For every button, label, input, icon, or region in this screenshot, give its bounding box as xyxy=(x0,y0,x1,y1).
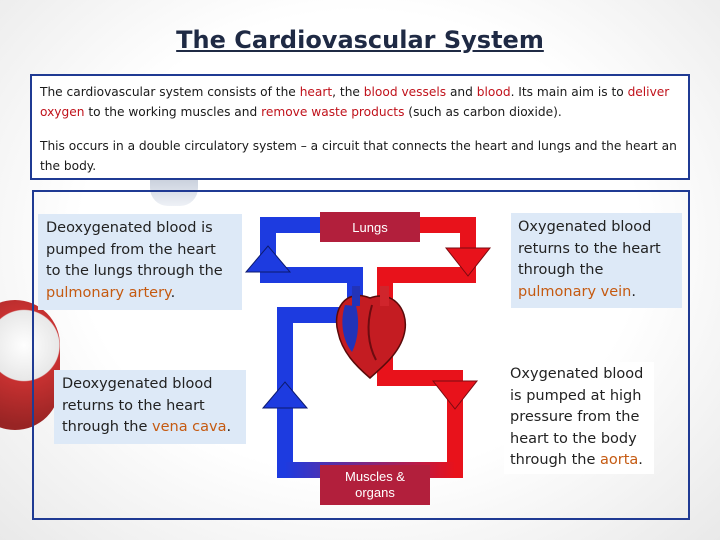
aorta-term: aorta xyxy=(600,452,639,468)
lungs-label: Lungs xyxy=(352,220,388,235)
page-title: The Cardiovascular System xyxy=(176,26,544,54)
down-arrow-right-upper xyxy=(444,247,492,277)
muscles-label-line1: Muscles & xyxy=(345,469,405,484)
pulmonary-vein-term: pulmonary vein xyxy=(518,283,632,300)
pulmonary-vein-text: Oxygenated blood returns to the heart th… xyxy=(518,219,661,278)
pulmonary-vein-end: . xyxy=(631,283,636,300)
down-arrow-right-lower xyxy=(431,380,479,410)
decorative-ball-image xyxy=(0,300,60,430)
intro-paragraph-2: This occurs in a double circulatory syst… xyxy=(40,139,677,173)
intro-run-8: to the working muscles and xyxy=(84,105,262,119)
intro-run-5: blood xyxy=(476,85,511,99)
intro-run-4: and xyxy=(446,85,477,99)
vena-cava-term: vena cava xyxy=(152,419,227,435)
pulmonary-vein-box: Oxygenated blood returns to the heart th… xyxy=(511,213,682,308)
diagram-frame xyxy=(32,190,690,520)
aorta-end: . xyxy=(638,452,643,468)
pulmonary-artery-text: Deoxygenated blood is pumped from the he… xyxy=(46,220,223,279)
pulmonary-artery-term: pulmonary artery xyxy=(46,284,171,301)
decorative-tube-image xyxy=(150,178,198,206)
pulmonary-artery-box: Deoxygenated blood is pumped from the he… xyxy=(38,214,242,310)
intro-run-3: blood vessels xyxy=(363,85,447,99)
intro-run-6: . Its main aim is to xyxy=(510,85,628,99)
intro-run-9: remove waste products xyxy=(261,105,405,119)
aorta-box: Oxygenated blood is pumped at high press… xyxy=(504,362,654,474)
aorta-vessel xyxy=(377,340,463,478)
intro-run-1: heart xyxy=(299,85,333,99)
intro-run-2: , the xyxy=(332,85,364,99)
intro-run-0: The cardiovascular system consists of th… xyxy=(40,85,300,99)
intro-run-10: (such as carbon dioxide). xyxy=(404,105,562,119)
pulmonary-artery-vessel xyxy=(260,217,363,300)
vena-cava-end: . xyxy=(226,419,232,435)
aorta-text: Oxygenated blood is pumped at high press… xyxy=(510,366,644,468)
up-arrow-left-upper xyxy=(244,245,292,273)
lungs-node xyxy=(320,212,420,242)
up-arrow-left-lower xyxy=(261,381,309,409)
intro-text-box: The cardiovascular system consists of th… xyxy=(30,74,690,180)
muscles-label-line2: organs xyxy=(355,485,395,500)
intro-paragraph-1: The cardiovascular system consists of th… xyxy=(40,82,680,122)
intro-run-7: deliver oxygen xyxy=(40,85,670,119)
pulmonary-artery-end: . xyxy=(170,284,176,301)
heart-illustration xyxy=(335,286,407,379)
muscles-node xyxy=(320,465,430,505)
vena-cava-box: Deoxygenated blood returns to the heart … xyxy=(54,370,246,444)
vena-cava-text: Deoxygenated blood returns to the heart … xyxy=(62,376,213,435)
